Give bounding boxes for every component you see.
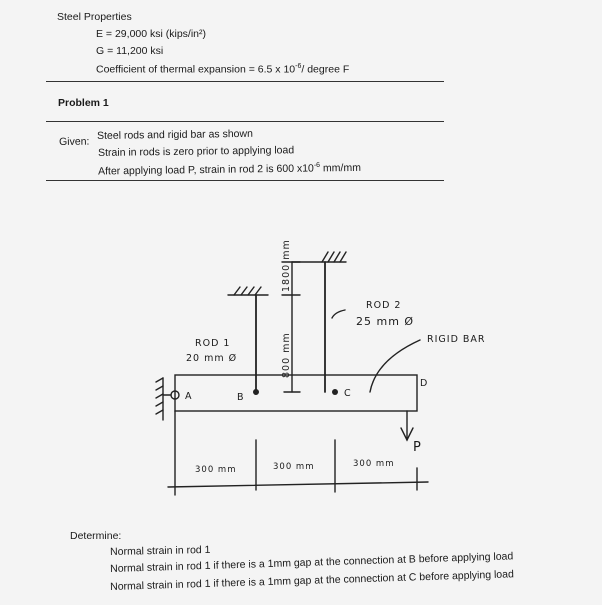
rigid-bar-label: RIGID BAR: [427, 334, 486, 345]
dimension-ab-label: 300 mm: [195, 465, 237, 475]
load-arrow-head: [400, 427, 414, 442]
steel-properties-title: Steel Properties: [57, 11, 132, 23]
point-d-label: D: [420, 378, 429, 389]
rod1-diameter-label: 20 mm Ø: [186, 353, 238, 364]
elastic-modulus-line: E = 29,000 ksi (kips/in²): [96, 28, 207, 40]
header-divider: [46, 81, 444, 82]
dimension-cd-label: 300 mm: [353, 459, 395, 469]
problem-divider: [46, 121, 444, 122]
point-a-label: A: [185, 391, 193, 402]
thermal-expansion-line: Coefficient of thermal expansion = 6.5 x…: [96, 63, 349, 75]
rod2-diameter-label: 25 mm Ø: [356, 315, 415, 328]
connection-point-b: [253, 389, 259, 395]
thermal-expansion-exponent: -6: [295, 63, 302, 70]
thermal-expansion-unit: / degree F: [301, 63, 350, 76]
dimension-bc-label: 300 mm: [273, 462, 315, 472]
point-b-label: B: [237, 392, 245, 403]
rod2-label: ROD 2: [366, 300, 402, 311]
rod1-label: ROD 1: [195, 338, 231, 349]
rod1-support-hatch: [233, 286, 262, 296]
determine-item-1: Normal strain in rod 1: [109, 543, 211, 558]
pin-support-a: [155, 377, 180, 421]
determine-label: Determine:: [70, 530, 122, 542]
rod2-support-hatch: [321, 251, 347, 263]
rigid-bar: [174, 374, 418, 412]
shear-modulus-line: G = 11,200 ksi: [96, 45, 164, 57]
thermal-expansion-text: Coefficient of thermal expansion = 6.5 x…: [96, 63, 296, 76]
problem-label: Problem 1: [58, 97, 109, 109]
rod1-length-label: 800 mm: [281, 332, 292, 378]
load-p-label: P: [413, 440, 422, 455]
rigid-bar-leader: [369, 339, 421, 393]
point-c-label: C: [344, 388, 352, 399]
connection-point-c: [332, 389, 338, 395]
given-divider: [46, 180, 444, 181]
rod2-leader: [331, 309, 346, 319]
rod2-length-label: 1800 mm: [281, 239, 292, 292]
span-dimension-line: [167, 481, 429, 488]
